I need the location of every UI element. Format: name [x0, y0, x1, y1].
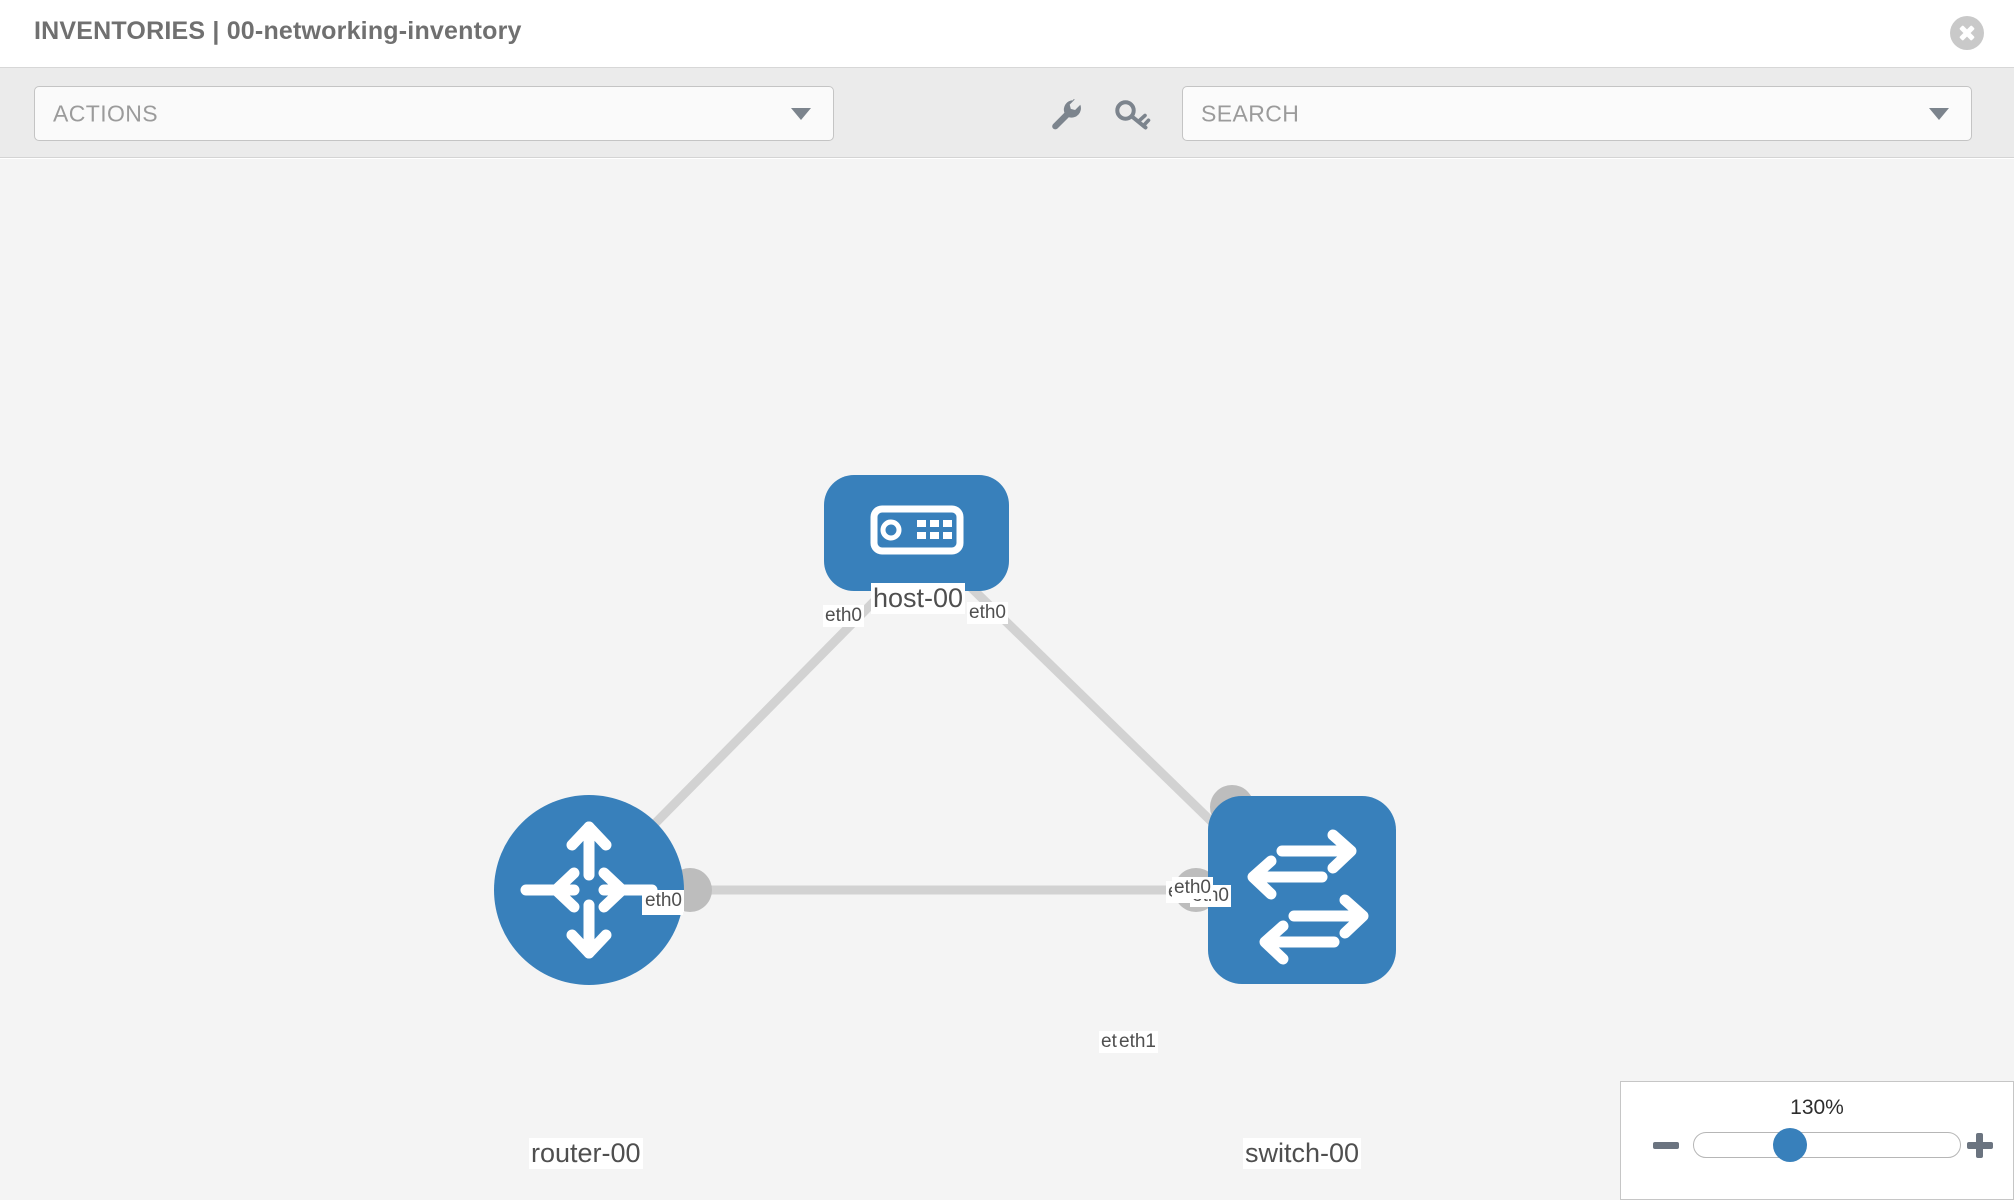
zoom-percent-label: 130%: [1790, 1096, 1844, 1119]
close-icon[interactable]: [1950, 16, 1984, 50]
switch-arrows-icon: [1247, 829, 1369, 965]
search-input[interactable]: SEARCH: [1182, 86, 1972, 141]
plus-icon[interactable]: [1965, 1130, 1995, 1160]
zoom-slider-track[interactable]: [1693, 1132, 1961, 1158]
server-appliance-icon: [870, 505, 964, 555]
key-icon[interactable]: [1112, 94, 1152, 134]
iface-label-switch-left: eth1: [1117, 1031, 1158, 1053]
topology-graph: [494, 475, 1396, 985]
search-placeholder: SEARCH: [1201, 100, 1300, 126]
zoom-control-panel: 130%: [1620, 1081, 2014, 1200]
minus-icon[interactable]: [1651, 1130, 1681, 1160]
iface-label-router-diagonal: eth0: [643, 890, 684, 912]
window-header: INVENTORIES | 00-networking-inventory: [0, 0, 2014, 68]
node-label-host: host-00: [871, 583, 966, 615]
iface-label-host-left: eth0: [823, 605, 864, 627]
link-edges: [616, 565, 1254, 895]
chevron-down-icon[interactable]: [1929, 107, 1949, 120]
iface-label-switch-diagonal: eth0: [1172, 877, 1213, 899]
actions-dropdown-label: ACTIONS: [53, 100, 159, 126]
node-host-00: [824, 475, 1009, 591]
router-arrows-icon: [520, 821, 658, 959]
zoom-slider-thumb[interactable]: [1773, 1128, 1807, 1162]
chevron-down-icon: [791, 107, 811, 120]
topology-canvas[interactable]: host-00 router-00 switch-00 eth0 eth0 et…: [0, 159, 2014, 1200]
page-title: INVENTORIES | 00-networking-inventory: [34, 17, 522, 45]
node-label-switch: switch-00: [1243, 1138, 1362, 1170]
wrench-icon[interactable]: [1046, 94, 1086, 134]
node-router-00: [494, 795, 684, 985]
toolbar: ACTIONS SEARCH: [0, 68, 2014, 158]
node-label-router: router-00: [529, 1138, 643, 1170]
iface-label-host-right: eth0: [967, 602, 1008, 624]
actions-dropdown[interactable]: ACTIONS: [34, 86, 834, 141]
node-switch-00: [1208, 796, 1396, 984]
